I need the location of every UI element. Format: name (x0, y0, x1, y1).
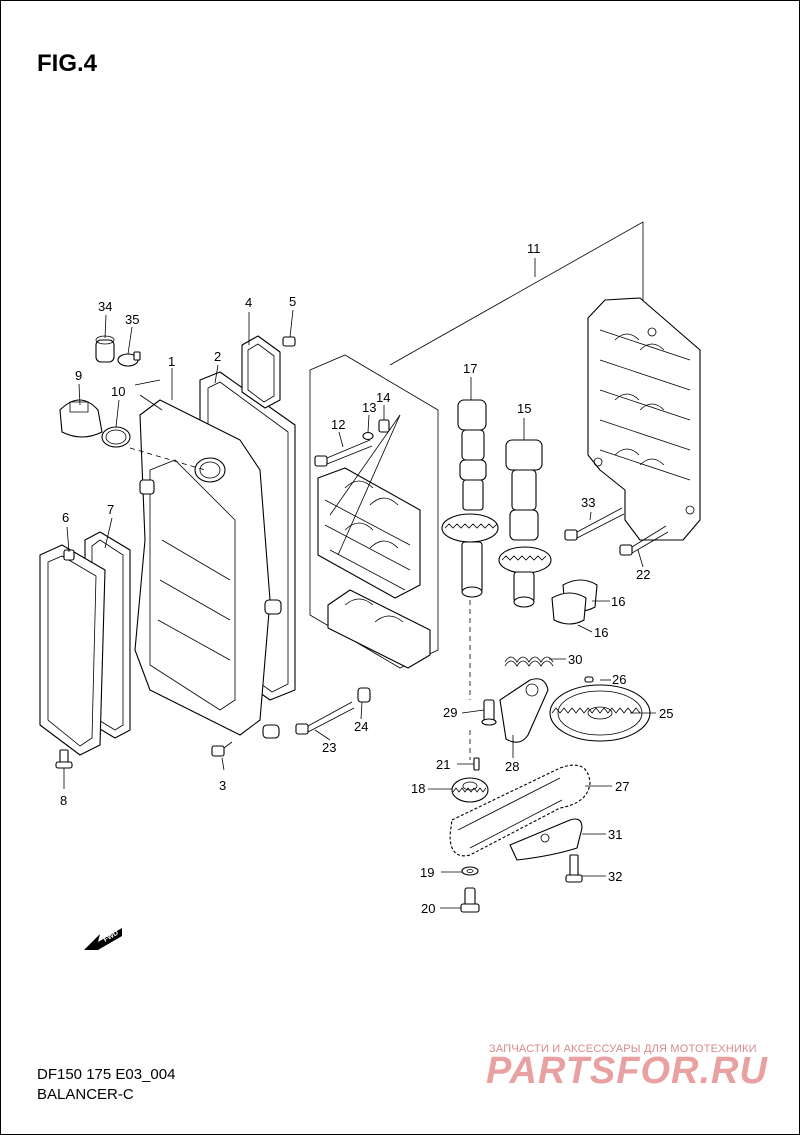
sprocket-18 (451, 777, 489, 803)
callout-9: 9 (75, 368, 82, 383)
bolt-32 (565, 854, 583, 883)
bolt-8 (55, 749, 73, 769)
callout-18: 18 (411, 781, 425, 796)
watermark-brand: PARTSFOR.RU (486, 1050, 768, 1092)
chain-27 (449, 764, 591, 857)
callout-5: 5 (289, 294, 296, 309)
clamp-35 (117, 351, 141, 367)
bolt-33 (564, 507, 625, 541)
balancer-case-upper (587, 297, 701, 541)
callout-13: 13 (362, 400, 376, 415)
bolt-20 (460, 887, 480, 913)
fitting-34 (95, 335, 115, 363)
callout-28: 28 (505, 759, 519, 774)
bolt-5 (282, 336, 296, 347)
callout-27: 27 (615, 779, 629, 794)
key-21 (473, 757, 480, 771)
callout-25: 25 (659, 706, 673, 721)
side-cover-6 (39, 544, 106, 756)
callout-26: 26 (612, 672, 626, 687)
callout-3: 3 (219, 778, 226, 793)
callout-12: 12 (331, 417, 345, 432)
callout-7: 7 (107, 502, 114, 517)
callout-16b: 16 (594, 625, 608, 640)
bolt-3 (211, 741, 233, 757)
o-ring-10 (101, 426, 131, 448)
balancer-case-lower (309, 354, 439, 669)
cover-1 (134, 399, 282, 739)
model-code: DF150 175 E03_004 (37, 1066, 176, 1083)
leader-lines (63, 309, 656, 909)
balancer-shaft-17 (441, 399, 499, 598)
callout-2: 2 (214, 349, 221, 364)
callout-10: 10 (111, 384, 125, 399)
callout-21: 21 (436, 757, 450, 772)
tensioner-28 (499, 678, 549, 743)
callout-labels: 1 2 3 4 5 6 7 8 9 10 11 12 13 14 15 16 1… (60, 241, 673, 916)
callout-11: 11 (527, 241, 541, 256)
assembly-11-bracket (389, 221, 644, 366)
callout-4: 4 (245, 295, 252, 310)
callout-30: 30 (568, 652, 582, 667)
bolt-29 (481, 699, 497, 726)
callout-1: 1 (168, 354, 175, 369)
pin-26 (584, 676, 594, 683)
callout-29: 29 (443, 705, 457, 720)
figure-title: FIG.4 (37, 50, 98, 77)
callout-34: 34 (98, 299, 112, 314)
washer-19 (461, 866, 479, 876)
callout-19: 19 (420, 865, 434, 880)
callout-20: 20 (421, 901, 435, 916)
callout-23: 23 (322, 740, 336, 755)
callout-15: 15 (517, 401, 531, 416)
callout-6: 6 (62, 510, 69, 525)
spring-30 (504, 656, 554, 667)
dowel-14 (378, 419, 390, 433)
bolt-12 (314, 439, 373, 467)
callout-14: 14 (376, 390, 390, 405)
washer-13 (362, 431, 374, 441)
callout-8: 8 (60, 793, 67, 808)
callout-33: 33 (581, 495, 595, 510)
dowel-24 (357, 687, 371, 703)
callout-32: 32 (608, 869, 622, 884)
bolt-22 (619, 525, 669, 556)
bearing-16 (551, 579, 598, 625)
balancer-shaft-15 (498, 439, 552, 608)
chain-guide-31 (509, 818, 583, 861)
callout-35: 35 (125, 312, 139, 327)
plate-4 (241, 335, 281, 409)
callout-31: 31 (608, 827, 622, 842)
callout-22: 22 (636, 567, 650, 582)
callout-17: 17 (463, 361, 477, 376)
section-name: BALANCER-C (37, 1086, 134, 1103)
watermark-tagline: ЗАПЧАСТИ И АКСЕССУАРЫ ДЛЯ МОТОТЕХНИКИ (489, 1043, 757, 1055)
bolt-23 (295, 701, 355, 735)
oil-cap-9 (59, 399, 103, 438)
callout-24: 24 (354, 719, 368, 734)
fwd-arrow-icon: FWD (84, 928, 122, 950)
callout-16a: 16 (611, 594, 625, 609)
